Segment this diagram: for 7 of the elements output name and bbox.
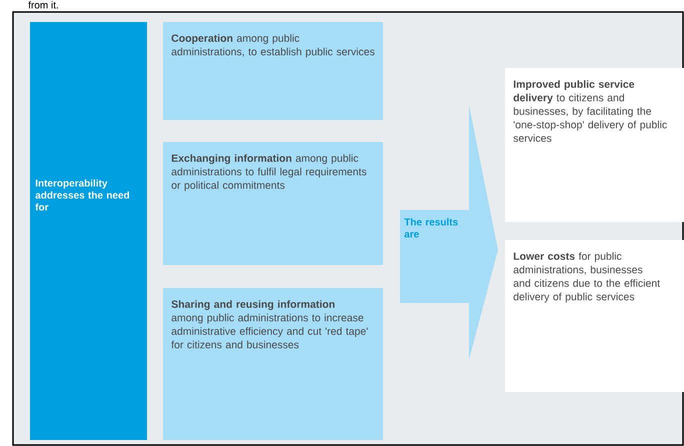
need-box: Exchanging information among public administrations to fulfil legal requirements or political commitments (163, 142, 383, 265)
cut-text: from it. (28, 1, 58, 9)
result-box: Lower costs for public administrations, businesses and citizens due to the efficient delivery of public services (505, 240, 684, 392)
need-box: Cooperation among public administrations, to establish public services (163, 22, 383, 120)
side-box: Interoperability addresses the need for (30, 22, 147, 440)
result-box: Improved public service delivery to citizens and businesses, by facilitating the 'one-stop-shop' delivery of public services (505, 68, 684, 222)
need-box: Sharing and reusing information among public administrations to increase administrative efficiency and cut 'red tape' for citizens and businesses (163, 288, 383, 440)
